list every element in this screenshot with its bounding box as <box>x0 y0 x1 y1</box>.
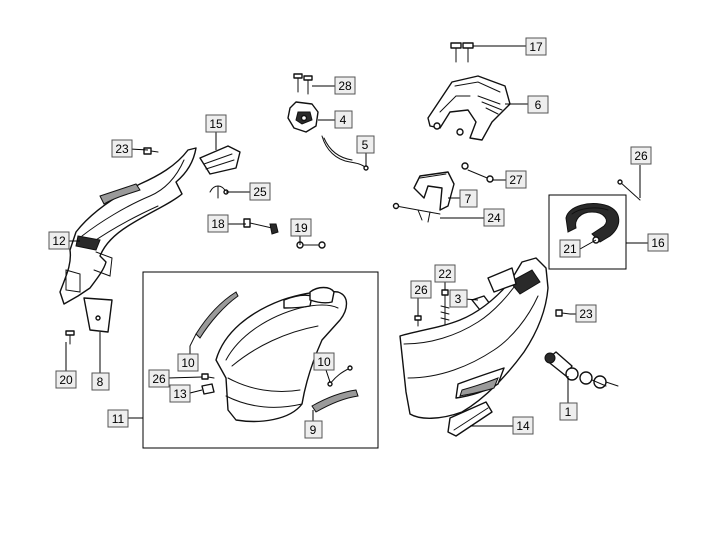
svg-text:4: 4 <box>340 113 347 127</box>
pin-19-part <box>296 241 326 249</box>
callout-9: 9 <box>304 420 323 439</box>
svg-text:23: 23 <box>115 142 129 156</box>
clip-25-part <box>209 185 229 199</box>
svg-text:26: 26 <box>152 372 166 386</box>
bracket-7-part <box>413 171 455 211</box>
svg-text:13: 13 <box>173 387 187 401</box>
svg-text:6: 6 <box>535 98 542 112</box>
callout-22: 22 <box>434 264 456 283</box>
callout-25: 25 <box>249 182 271 201</box>
svg-text:26: 26 <box>634 149 648 163</box>
seat-latch-4-part <box>287 101 319 133</box>
callout-13: 13 <box>169 384 191 403</box>
group-box-16 <box>548 194 627 270</box>
svg-text:27: 27 <box>509 173 523 187</box>
callout-4: 4 <box>334 110 353 129</box>
right-side-cover-14-part <box>399 257 549 437</box>
screw-28-part <box>293 73 313 95</box>
rod-24-part <box>392 202 441 223</box>
svg-text:21: 21 <box>563 242 577 256</box>
callout-10b: 10 <box>313 352 335 371</box>
left-rear-cover-12-part <box>59 147 197 305</box>
callout-8: 8 <box>91 372 110 391</box>
seal-strip-10a-part <box>189 291 239 347</box>
callout-26c: 26 <box>148 369 170 388</box>
pin-26a-part <box>617 179 641 201</box>
bolt-17-part <box>450 42 474 63</box>
svg-text:5: 5 <box>362 138 369 152</box>
callout-7: 7 <box>459 189 478 208</box>
svg-text:23: 23 <box>579 307 593 321</box>
svg-text:19: 19 <box>294 221 308 235</box>
svg-text:22: 22 <box>438 267 452 281</box>
callout-17: 17 <box>525 37 547 56</box>
pad-15-part <box>199 145 241 175</box>
callout-16: 16 <box>647 233 669 252</box>
svg-text:26: 26 <box>414 283 428 297</box>
grab-handle-21-part <box>565 203 620 244</box>
svg-text:3: 3 <box>455 292 462 306</box>
group-box-11 <box>142 271 379 449</box>
callout-5: 5 <box>356 135 375 154</box>
callout-24: 24 <box>483 208 505 227</box>
strip-9-part <box>311 389 359 413</box>
leader-lines <box>65 45 648 427</box>
svg-text:18: 18 <box>211 217 225 231</box>
screw-23a-part <box>143 147 159 155</box>
callout-26a: 26 <box>630 146 652 165</box>
rear-carrier-6-part <box>427 75 511 141</box>
svg-text:10: 10 <box>181 356 195 370</box>
screw-23b-part <box>555 309 571 317</box>
clip-13-part <box>201 383 215 395</box>
callout-20: 20 <box>55 370 77 389</box>
lock-set-1-part <box>544 351 619 389</box>
svg-text:1: 1 <box>565 405 572 419</box>
svg-text:8: 8 <box>97 375 104 389</box>
callout-12: 12 <box>48 231 70 250</box>
callout-18: 18 <box>207 214 229 233</box>
svg-text:25: 25 <box>253 185 267 199</box>
callout-11: 11 <box>107 409 129 428</box>
callout-27: 27 <box>505 170 527 189</box>
screw-20-part <box>65 330 75 345</box>
screw-22-part <box>440 289 450 329</box>
svg-text:11: 11 <box>112 412 125 426</box>
svg-text:16: 16 <box>651 236 665 250</box>
callout-1: 1 <box>559 402 578 421</box>
bolt-18-part <box>243 218 279 235</box>
callout-14: 14 <box>512 416 534 435</box>
callout-19: 19 <box>290 218 312 237</box>
panel-8-part <box>83 297 113 333</box>
callout-6: 6 <box>527 95 549 114</box>
callout-26b: 26 <box>410 280 432 299</box>
callout-21: 21 <box>559 239 581 258</box>
screw-26b-part <box>414 315 422 327</box>
svg-text:20: 20 <box>59 373 73 387</box>
seal-strip-10b-part <box>327 365 353 387</box>
callout-28: 28 <box>334 76 356 95</box>
storage-box-11-part <box>215 286 348 423</box>
callout-23b: 23 <box>575 304 597 323</box>
svg-text:12: 12 <box>52 234 66 248</box>
svg-text:9: 9 <box>310 423 317 437</box>
svg-text:28: 28 <box>338 79 352 93</box>
svg-text:14: 14 <box>516 419 530 433</box>
callout-15: 15 <box>205 114 227 133</box>
callout-3: 3 <box>449 289 468 308</box>
callout-23a: 23 <box>111 139 133 158</box>
callout-10a: 10 <box>177 353 199 372</box>
svg-text:17: 17 <box>529 40 543 54</box>
screw-26c-part <box>201 373 215 380</box>
bolt-27-part <box>461 162 494 183</box>
svg-text:10: 10 <box>317 355 331 369</box>
svg-text:7: 7 <box>465 192 472 206</box>
svg-text:15: 15 <box>209 117 223 131</box>
svg-text:24: 24 <box>487 211 501 225</box>
